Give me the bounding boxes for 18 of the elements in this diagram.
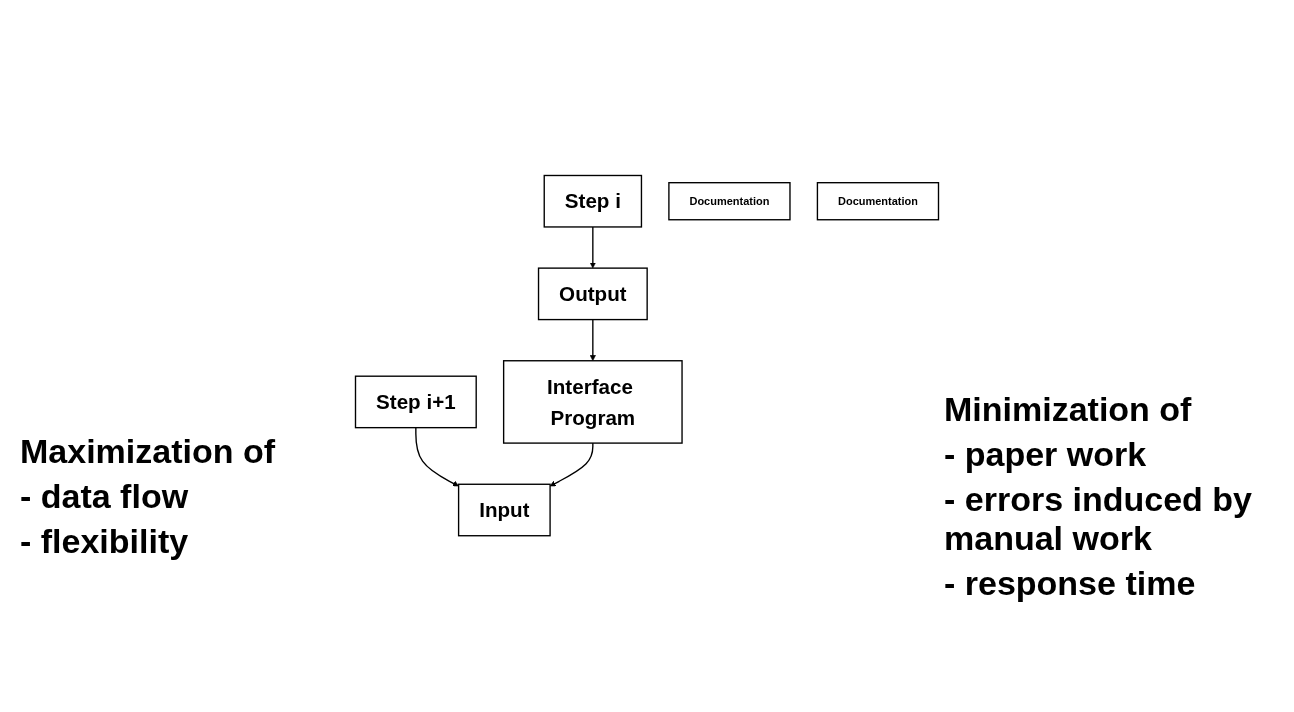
node-box: Step i+1 [354,375,477,429]
node-box: Documentation [816,182,940,221]
arrow [549,442,594,487]
note-text: Minimization of [944,389,1193,429]
note-text: - response time [944,563,1197,603]
note-text: - data flow [20,476,190,516]
note-text: - paper work [944,434,1148,474]
note-text: - flexibility [20,521,190,561]
arrow [589,319,596,362]
note-text: Maximization of [20,431,277,471]
node-box: Input [457,483,551,537]
node-box: Step i [543,175,643,229]
node-box: Documentation [668,182,791,221]
arrow [589,226,596,269]
node-box: Interface Program [502,360,683,445]
arrow [415,427,459,487]
node-box: Output [537,267,648,321]
note-text: - errors induced by manual work [944,479,1253,558]
